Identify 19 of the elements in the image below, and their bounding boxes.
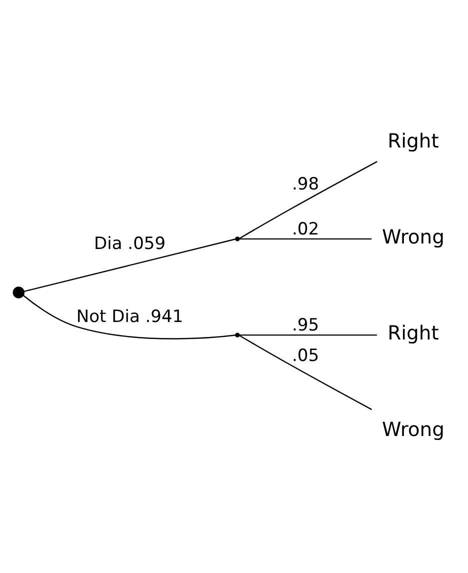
connector	[239, 160, 378, 238]
edge-label: .02	[292, 218, 320, 239]
connector	[239, 334, 377, 336]
edge-label: Not Dia .941	[76, 306, 184, 326]
edge-label: .98	[292, 174, 320, 194]
connector	[24, 238, 236, 292]
connector	[22, 294, 236, 339]
node-point	[235, 236, 240, 241]
node-circle	[12, 286, 25, 298]
edge-label: Dia .059	[94, 233, 166, 254]
node-text: Right	[388, 321, 439, 344]
connector	[239, 238, 372, 240]
node-point	[235, 332, 240, 337]
node-text: Wrong	[382, 225, 445, 248]
edge-label: .95	[292, 314, 320, 335]
connector	[239, 334, 372, 410]
node-text: Wrong	[382, 417, 445, 440]
node-text: Right	[388, 128, 439, 152]
edge-label: .05	[292, 345, 320, 366]
